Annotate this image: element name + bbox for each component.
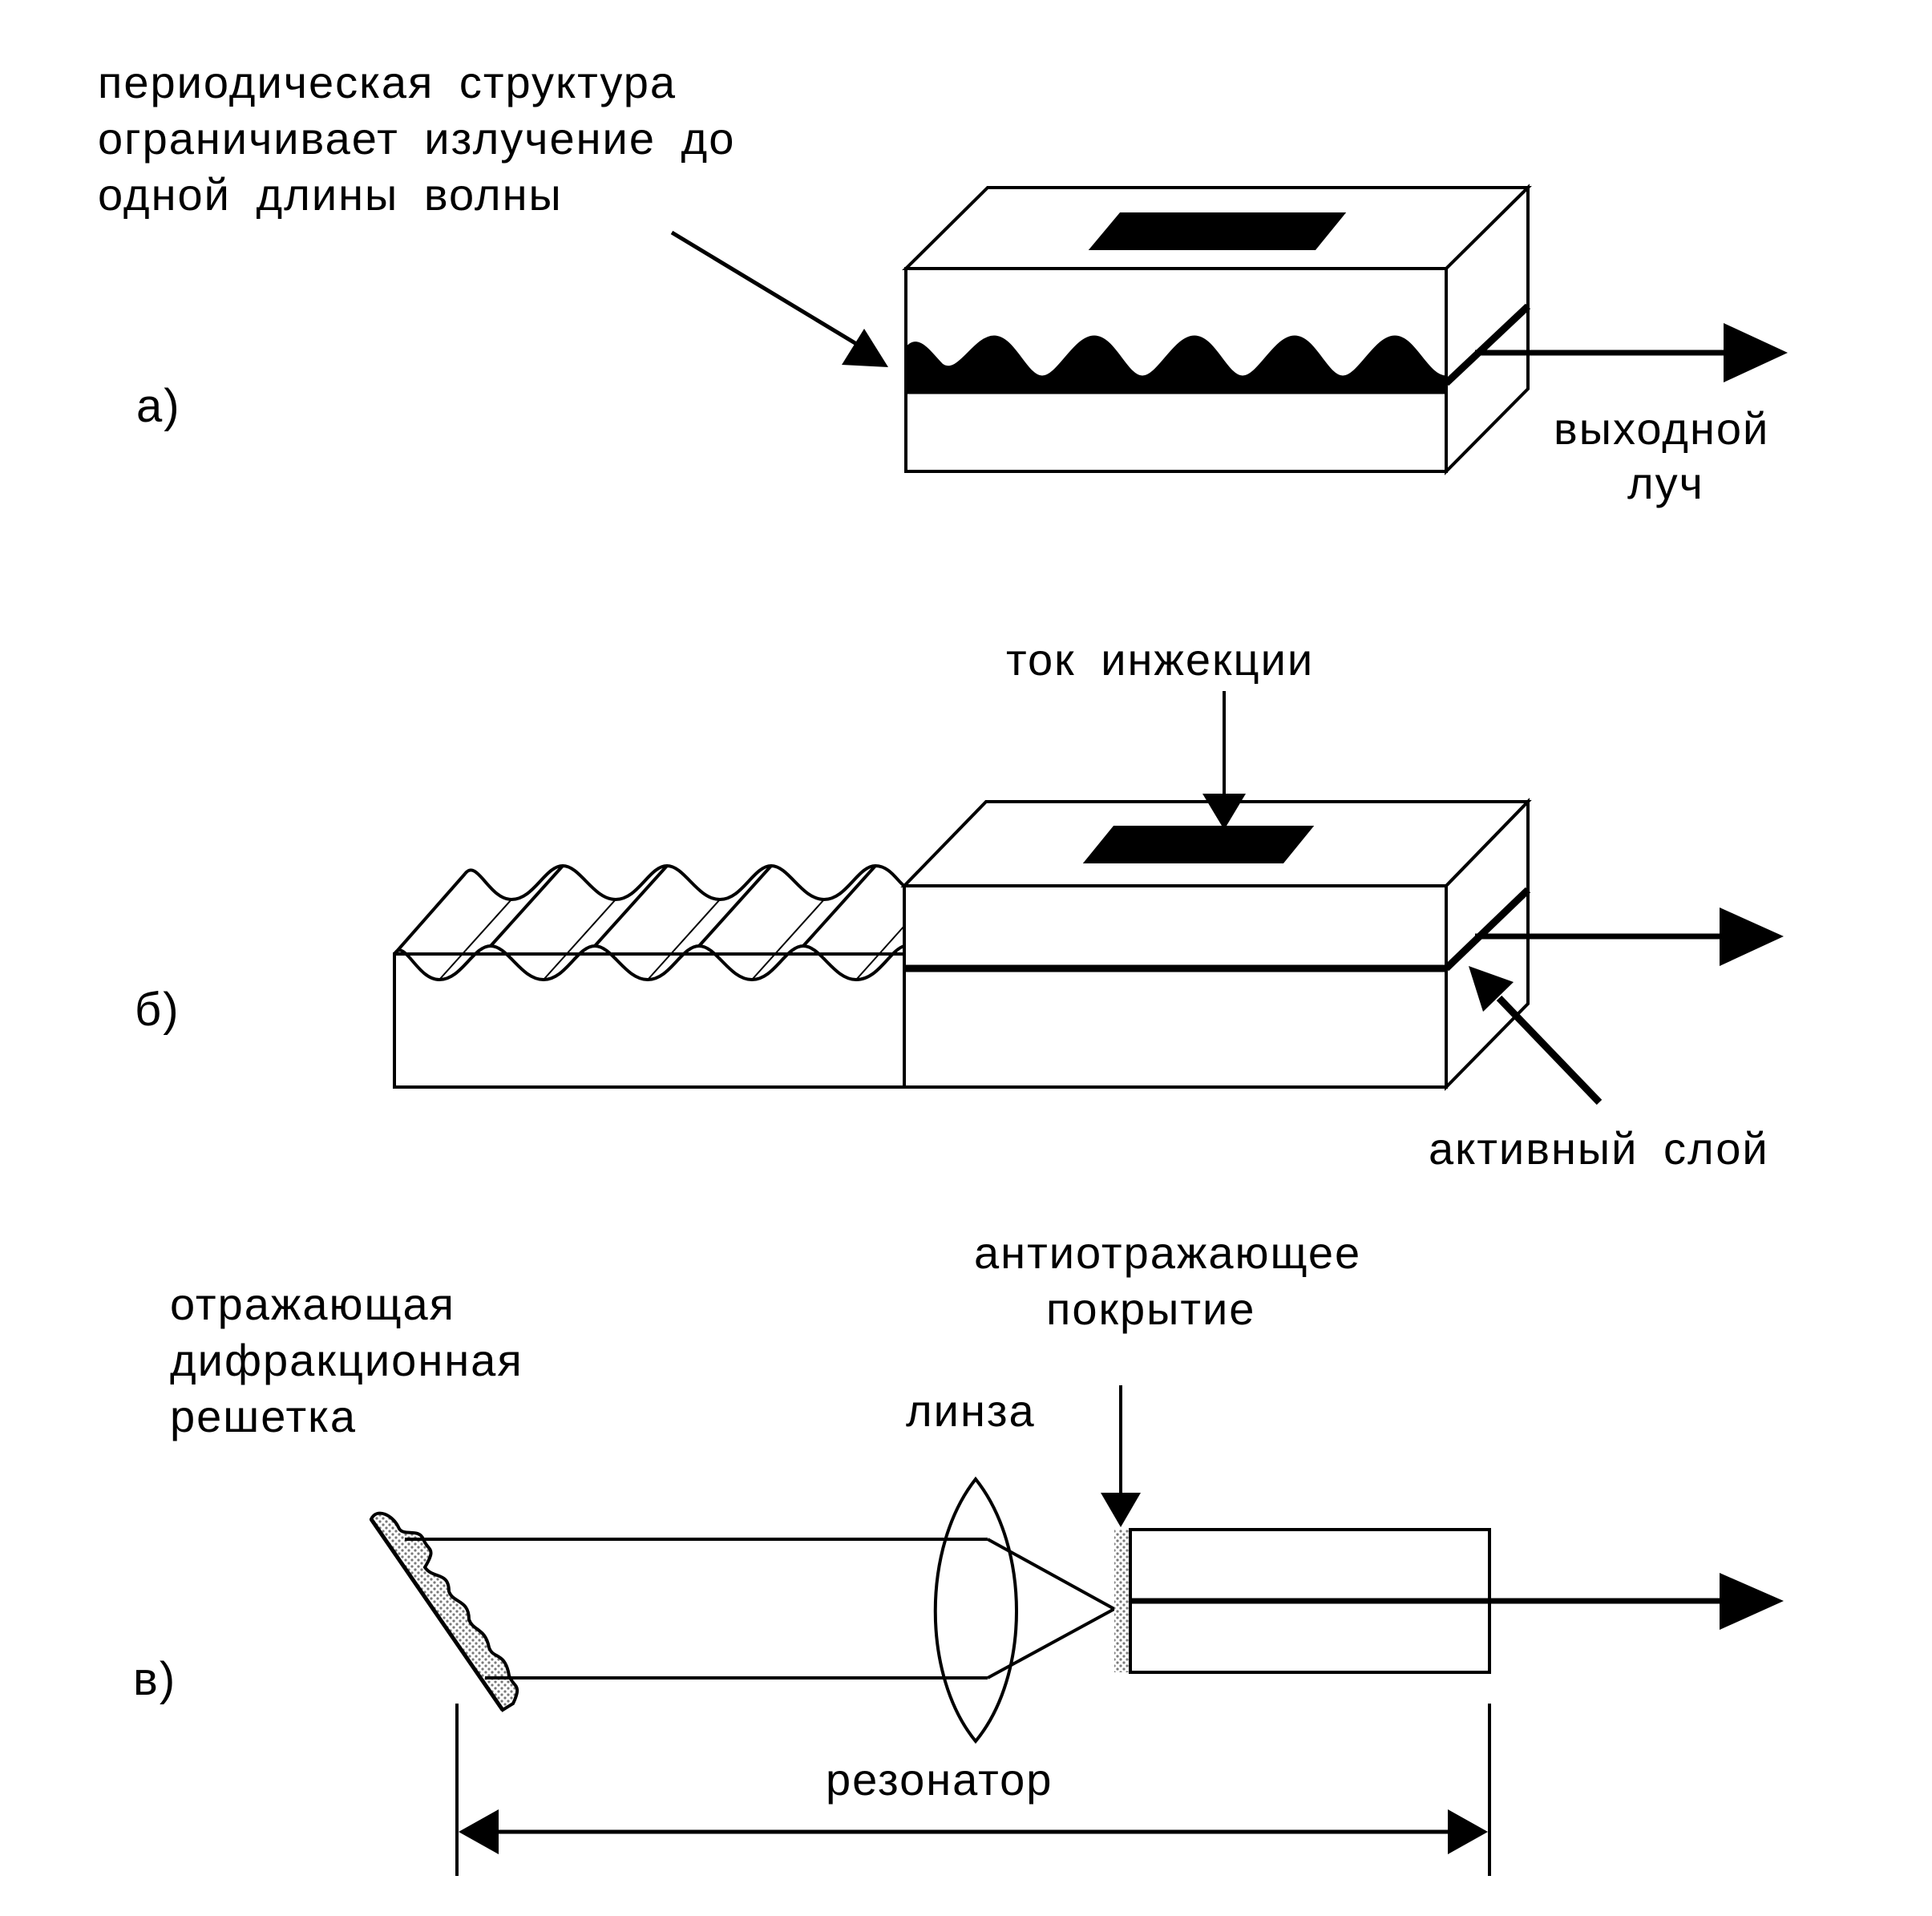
coating-pointer-arrow <box>1101 1385 1141 1527</box>
resonator-dimension <box>455 1704 1491 1876</box>
grating-back-wave <box>463 863 906 902</box>
coating-label-line2: покрытие <box>1046 1283 1256 1334</box>
injection-current-label: ток инжекции <box>1006 634 1315 685</box>
panel-a-laser-chip <box>902 184 1532 475</box>
lens <box>933 1476 1018 1744</box>
antireflection-coating <box>1114 1530 1130 1672</box>
injection-current-arrow <box>1202 691 1246 830</box>
panel-c-letter: в) <box>133 1653 177 1705</box>
structure-note-line3: одной длины волны <box>98 169 563 220</box>
grating-label-line3: решетка <box>170 1391 358 1441</box>
panel-a-letter: а) <box>136 380 181 432</box>
grating-block-front <box>393 952 906 1089</box>
panel-b-dbr-laser <box>393 798 1532 1091</box>
structure-note-line1: периодическая структура <box>98 57 677 107</box>
active-layer-label: активный слой <box>1429 1123 1769 1174</box>
output-beam-label-line1: выходной <box>1554 403 1770 454</box>
reflective-grating <box>369 1511 519 1712</box>
coating-label-line1: антиотражающее <box>974 1227 1362 1278</box>
chip-a-side-layer <box>1443 303 1531 386</box>
panel-b-letter: б) <box>135 984 180 1036</box>
chip-b-side-layer <box>1443 887 1531 972</box>
resonator-label: резонатор <box>826 1754 1053 1805</box>
grating-front-wave <box>393 944 905 982</box>
structure-pointer-arrow <box>670 230 888 367</box>
chip-a-corrugated-layer <box>904 335 1448 394</box>
collimated-beam <box>405 1538 1115 1680</box>
grating-label-line2: дифракционная <box>170 1335 523 1385</box>
active-layer-pointer-arrow <box>1469 966 1603 1106</box>
output-beam-arrow-a <box>1475 323 1788 382</box>
structure-note-line2: ограничивает излучение до <box>98 113 736 164</box>
output-beam-arrow-c <box>1130 1573 1784 1630</box>
grating-label-line1: отражающая <box>170 1279 455 1329</box>
lens-label: линза <box>906 1385 1036 1436</box>
chip-a-contact-pad <box>1088 212 1347 250</box>
output-beam-label-line2: луч <box>1627 458 1704 508</box>
chip-b-contact-pad <box>1082 826 1315 863</box>
output-beam-arrow-b <box>1475 907 1784 966</box>
chip-b-front-face <box>903 884 1448 1089</box>
